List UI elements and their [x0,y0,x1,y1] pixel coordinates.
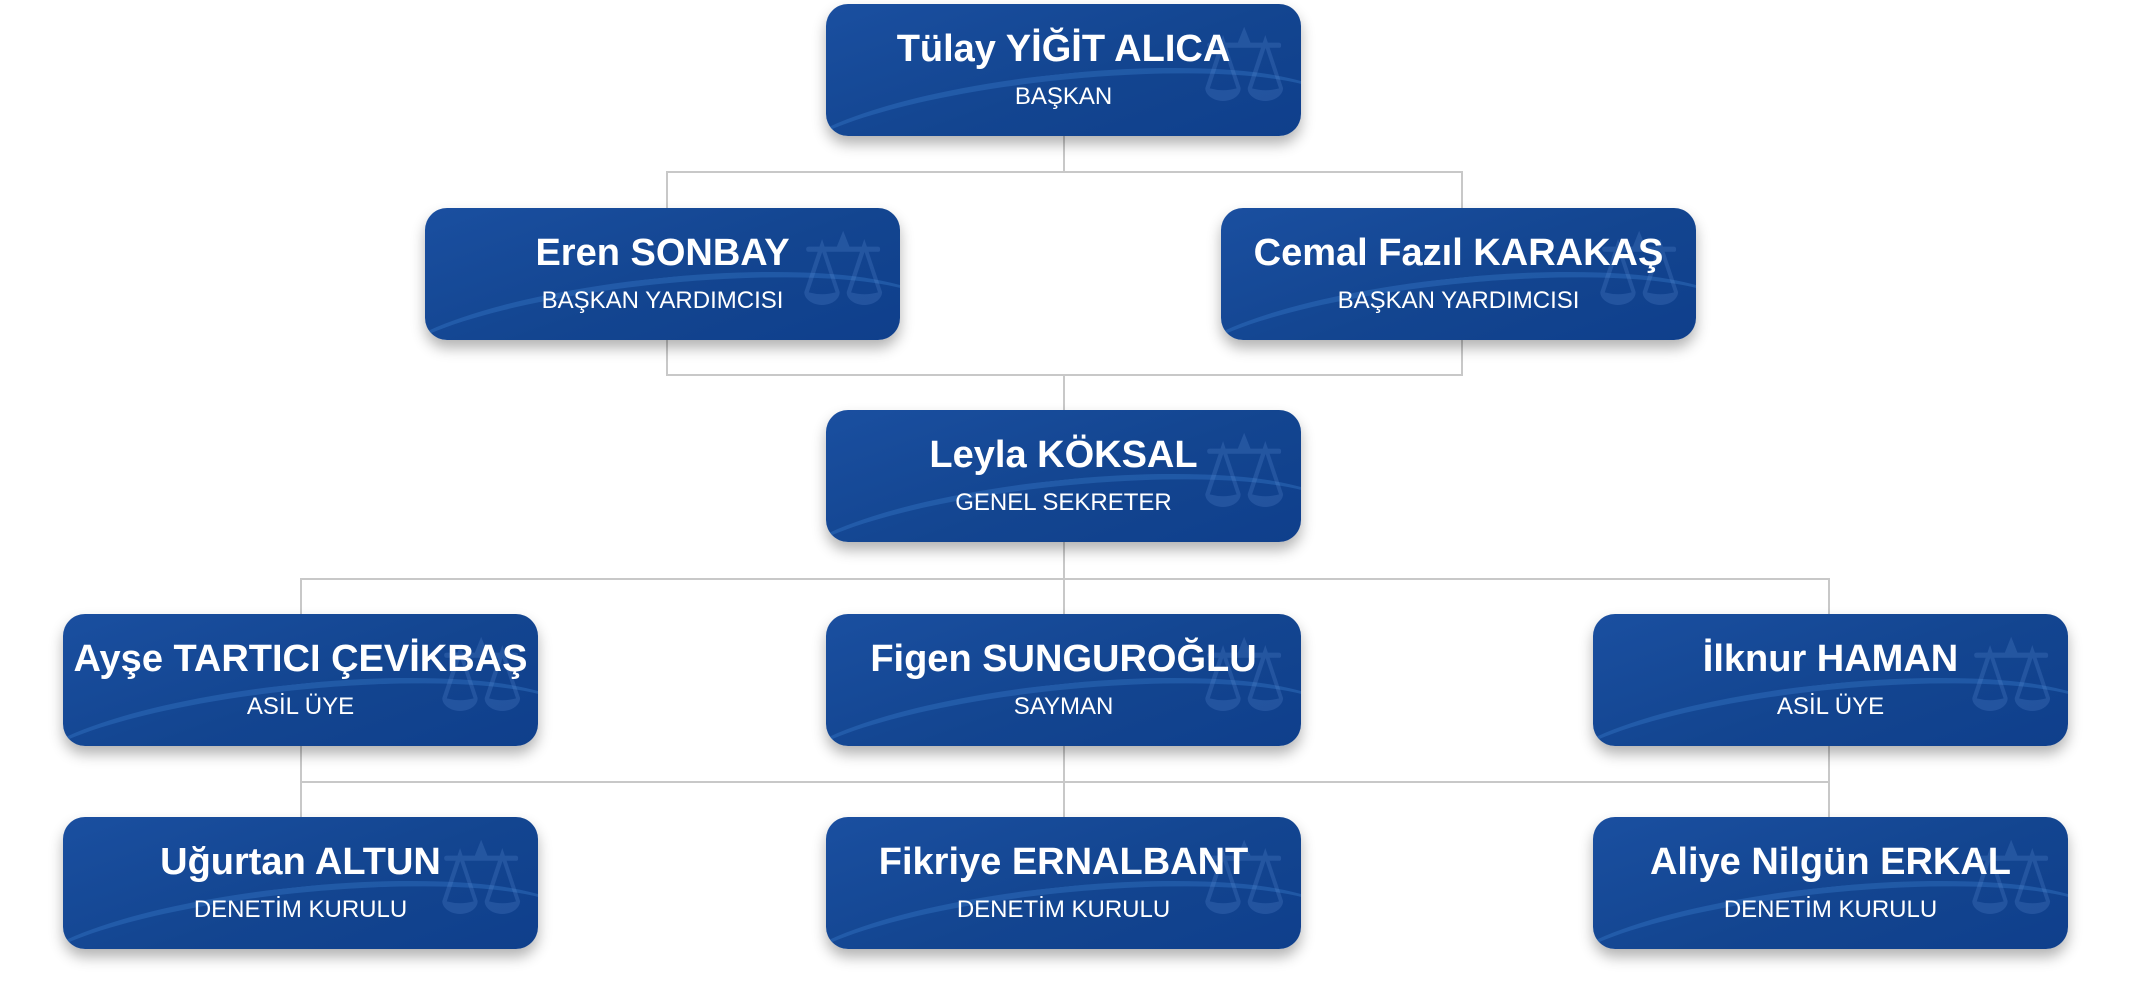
member-name: Tülay YİĞİT ALICA [896,28,1231,70]
member-role: DENETİM KURULU [193,896,408,923]
member-name: Figen SUNGUROĞLU [870,638,1257,680]
member-card-president: Tülay YİĞİT ALICA BAŞKAN [826,4,1301,136]
member-name: Aliye Nilgün ERKAL [1649,841,2012,883]
member-name: İlknur HAMAN [1702,638,1959,680]
member-name: Eren SONBAY [535,232,790,274]
member-card-audit-2: Fikriye ERNALBANT DENETİM KURULU [826,817,1301,949]
member-card-member-2: İlknur HAMAN ASİL ÜYE [1593,614,2068,746]
member-card-vice-president-2: Cemal Fazıl KARAKAŞ BAŞKAN YARDIMCISI [1221,208,1696,340]
member-name: Uğurtan ALTUN [160,841,441,883]
member-role: ASİL ÜYE [1776,693,1885,720]
member-card-audit-3: Aliye Nilgün ERKAL DENETİM KURULU [1593,817,2068,949]
member-role: ASİL ÜYE [246,693,355,720]
member-role: DENETİM KURULU [1723,896,1938,923]
member-card-audit-1: Uğurtan ALTUN DENETİM KURULU [63,817,538,949]
member-card-treasurer: Figen SUNGUROĞLU SAYMAN [826,614,1301,746]
member-card-member-1: Ayşe TARTICI ÇEVİKBAŞ ASİL ÜYE [63,614,538,746]
member-card-secretary: Leyla KÖKSAL GENEL SEKRETER [826,410,1301,542]
member-role: BAŞKAN YARDIMCISI [541,287,784,314]
member-role: GENEL SEKRETER [955,489,1172,516]
member-role: SAYMAN [1013,693,1114,720]
member-name: Leyla KÖKSAL [929,434,1198,476]
member-role: DENETİM KURULU [956,896,1171,923]
member-name: Ayşe TARTICI ÇEVİKBAŞ [73,638,528,680]
member-role: BAŞKAN [1014,83,1113,110]
member-name: Fikriye ERNALBANT [878,841,1249,883]
member-name: Cemal Fazıl KARAKAŞ [1253,232,1664,274]
member-role: BAŞKAN YARDIMCISI [1337,287,1580,314]
member-card-vice-president-1: Eren SONBAY BAŞKAN YARDIMCISI [425,208,900,340]
